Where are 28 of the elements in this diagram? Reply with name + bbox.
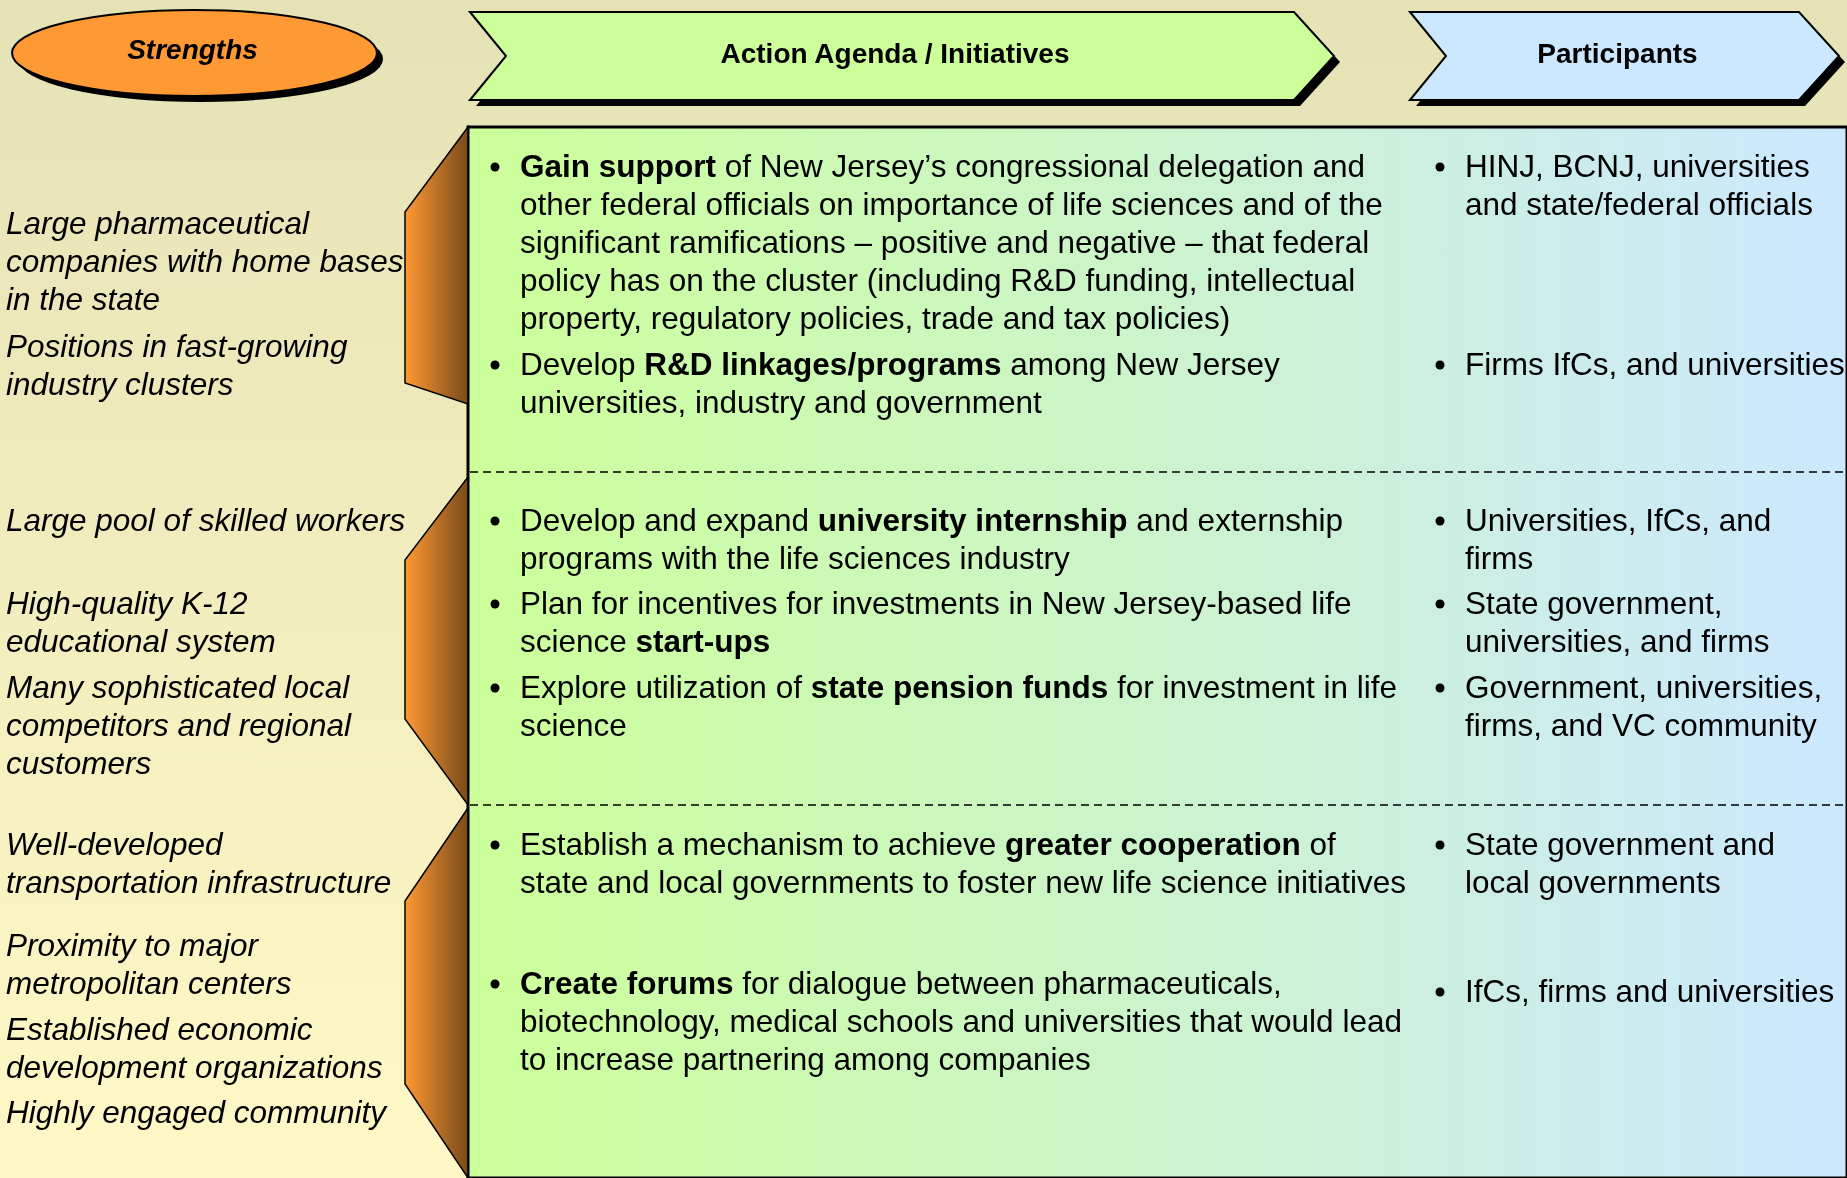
heading-text: Action Agenda / Initiatives — [719, 37, 1071, 71]
bullet-text: Gain support of New Jersey’s congressional delegation and other federal officials on importance of life sciences and of the significant ramifications – positive and negative – that federal policy has on the cluster (including R&D funding, intellectual property, regulatory policies, trade and tax policies) — [520, 147, 1384, 337]
bullet-text: Government, universities, firms, and VC community — [1465, 668, 1824, 744]
bullet-text: State government, universities, and firms — [1465, 584, 1771, 660]
strength-text: Established economic development organizations — [6, 1010, 384, 1086]
bracket-shape — [404, 124, 469, 406]
bracket-shape — [404, 805, 469, 1178]
bullet-text: Firms IfCs, and universities — [1465, 345, 1845, 383]
bullet-text: HINJ, BCNJ, universities and state/federal officials — [1465, 147, 1814, 223]
bracket-shape — [404, 474, 469, 808]
strength-text: Well-developed transportation infrastructure — [6, 825, 393, 901]
bullet-text: Establish a mechanism to achieve greater cooperation of state and local governments to foster new life science initiatives — [520, 825, 1407, 901]
bullet-text: State government and local governments — [1465, 825, 1776, 901]
bullet-text: Universities, IfCs, and firms — [1465, 501, 1773, 577]
bullet-text: IfCs, firms and universities — [1465, 972, 1836, 1010]
bullet-text: Develop R&D linkages/programs among New Jersey universities, industry and government — [520, 345, 1281, 421]
strength-text: Many sophisticated local competitors and regional customers — [6, 668, 353, 782]
strength-text: Proximity to major metropolitan centers — [6, 926, 293, 1002]
strength-text: Positions in fast-growing industry clusters — [6, 327, 349, 403]
strength-text: Highly engaged community — [6, 1093, 389, 1131]
bullet-text: Explore utilization of state pension funds for investment in life science — [520, 668, 1399, 744]
strength-text: Large pharmaceutical companies with home bases in the state — [6, 204, 405, 318]
strength-text: Large pool of skilled workers — [6, 501, 406, 539]
bullet-text: Create forums for dialogue between pharmaceuticals, biotechnology, medical schools and universities that would lead to increase partnering among companies — [520, 964, 1403, 1078]
heading-text: Participants — [1536, 37, 1699, 71]
strength-text: High-quality K-12 educational system — [6, 584, 277, 660]
bullet-text: Develop and expand university internship and externship programs with the life sciences industry — [520, 501, 1344, 577]
heading-text: Strengths — [126, 33, 259, 67]
